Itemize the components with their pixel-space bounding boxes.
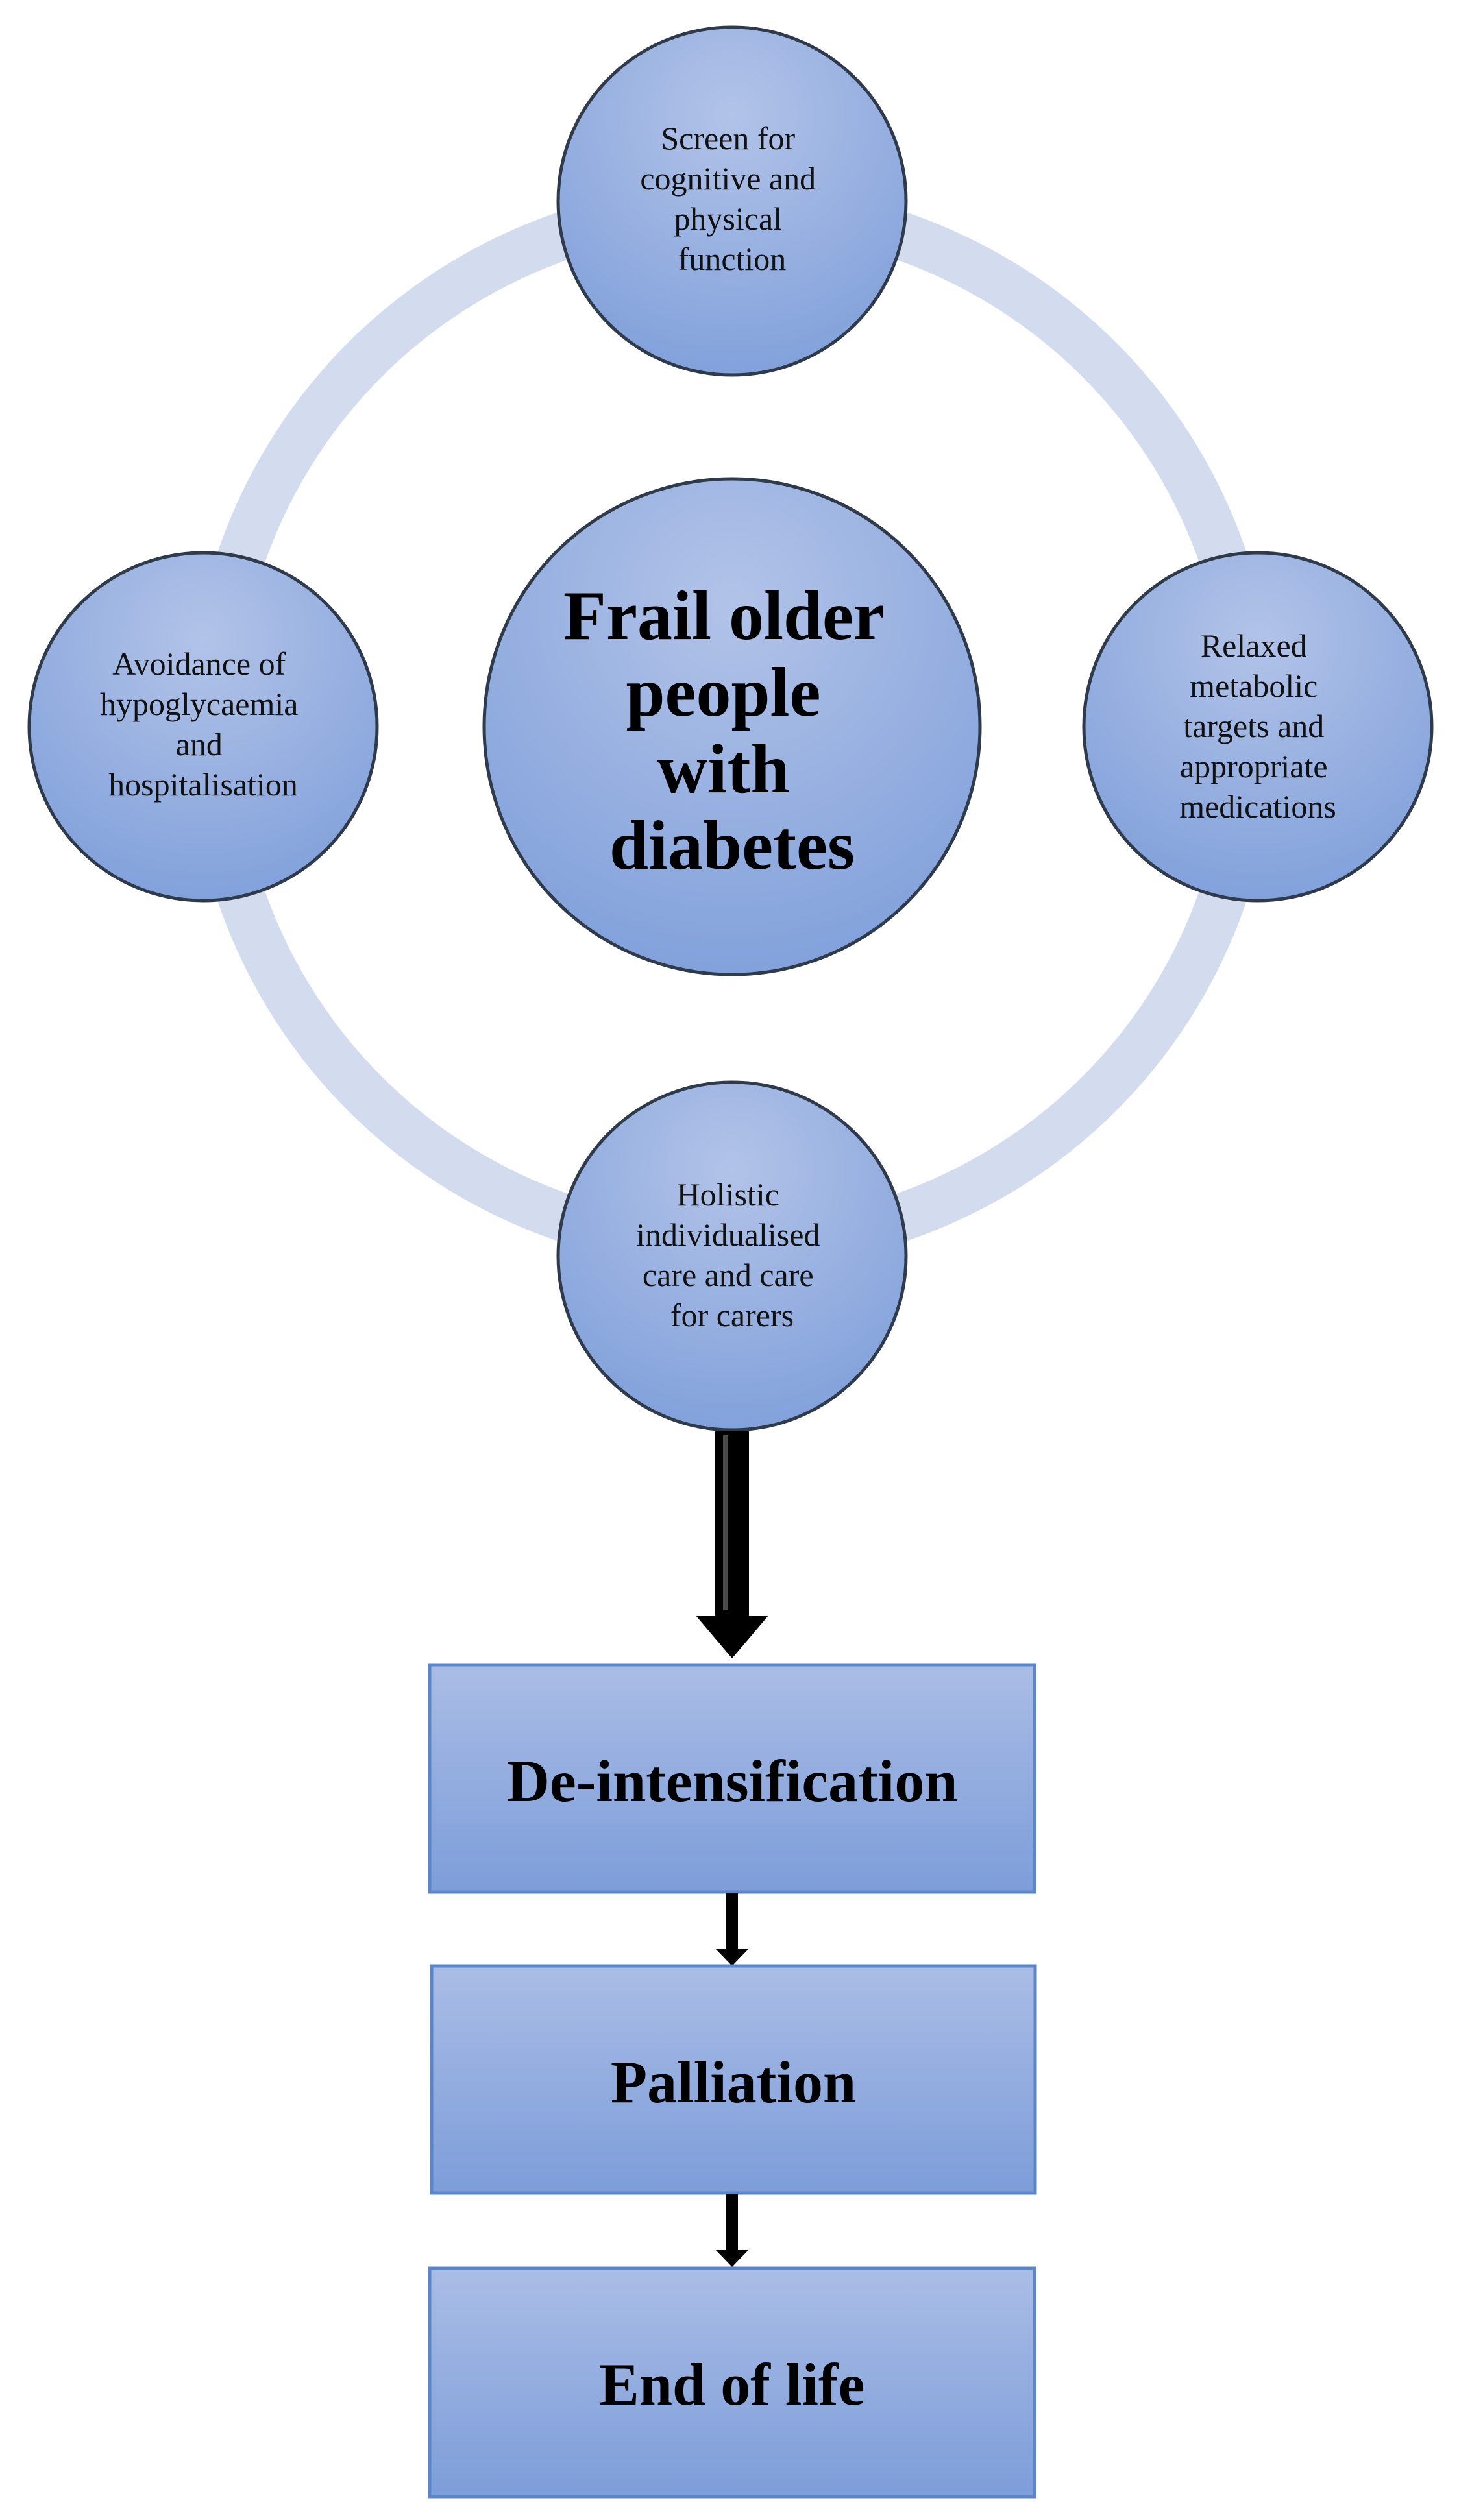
node-text-line: physical: [674, 200, 782, 237]
svg-text:Frail older people: Frail older people with diabetes: [563, 577, 901, 884]
node-text-line: Avoidance of: [112, 646, 286, 682]
satellite-node-right: Relaxed metabolic targets and appropriat…: [1082, 551, 1434, 903]
center-line: diabetes: [609, 807, 855, 884]
center-line: Frail older: [563, 577, 883, 655]
node-text-line: hypoglycaemia: [100, 686, 298, 722]
step-box-palliation: Palliation: [430, 1964, 1037, 2195]
svg-text:Screen for cognitive and: Screen for cognitive and physical functi…: [640, 120, 824, 277]
node-text-line: hospitalisation: [108, 766, 298, 803]
svg-text:Avoidance of hypoglycaem: Avoidance of hypoglycaemia and hospitali…: [100, 646, 306, 803]
node-text-line: targets and: [1183, 708, 1324, 744]
node-text-line: for carers: [670, 1297, 794, 1333]
satellite-node-left: Avoidance of hypoglycaemia and hospitali…: [27, 551, 379, 903]
node-text-line: medications: [1179, 788, 1336, 825]
node-text-line: appropriate: [1180, 748, 1328, 784]
arrow-down-icon: [716, 1893, 748, 1966]
arrow-down-icon: [696, 1431, 768, 1658]
center-line: people: [626, 654, 820, 731]
node-text-line: Holistic: [677, 1176, 779, 1213]
node-text-line: cognitive and: [640, 160, 816, 197]
node-text-line: Relaxed: [1201, 627, 1307, 664]
center-node: Frail older people with diabetes: [482, 477, 982, 976]
step-box-de-intensification: De-intensification: [428, 1663, 1036, 1894]
svg-text:Holistic individualised: Holistic individualised care and care fo…: [636, 1176, 828, 1333]
step-box-end-of-life: End of life: [428, 2266, 1036, 2499]
node-text-line: individualised: [636, 1217, 820, 1253]
satellite-node-bottom: Holistic individualised care and care fo…: [556, 1080, 908, 1432]
step-label: End of life: [600, 2351, 865, 2417]
satellite-node-top: Screen for cognitive and physical functi…: [556, 25, 908, 377]
center-line: with: [657, 731, 789, 808]
node-text-line: metabolic: [1190, 668, 1318, 704]
node-text-line: function: [678, 241, 787, 277]
svg-text:Relaxed metabolic: Relaxed metabolic targets and appropriat…: [1179, 627, 1336, 825]
step-label: De-intensification: [506, 1748, 957, 1814]
node-text-line: and: [176, 726, 223, 762]
node-text-line: Screen for: [661, 120, 795, 156]
arrow-down-icon: [716, 2194, 748, 2267]
node-text-line: care and care: [643, 1257, 814, 1293]
step-label: Palliation: [611, 2049, 856, 2115]
